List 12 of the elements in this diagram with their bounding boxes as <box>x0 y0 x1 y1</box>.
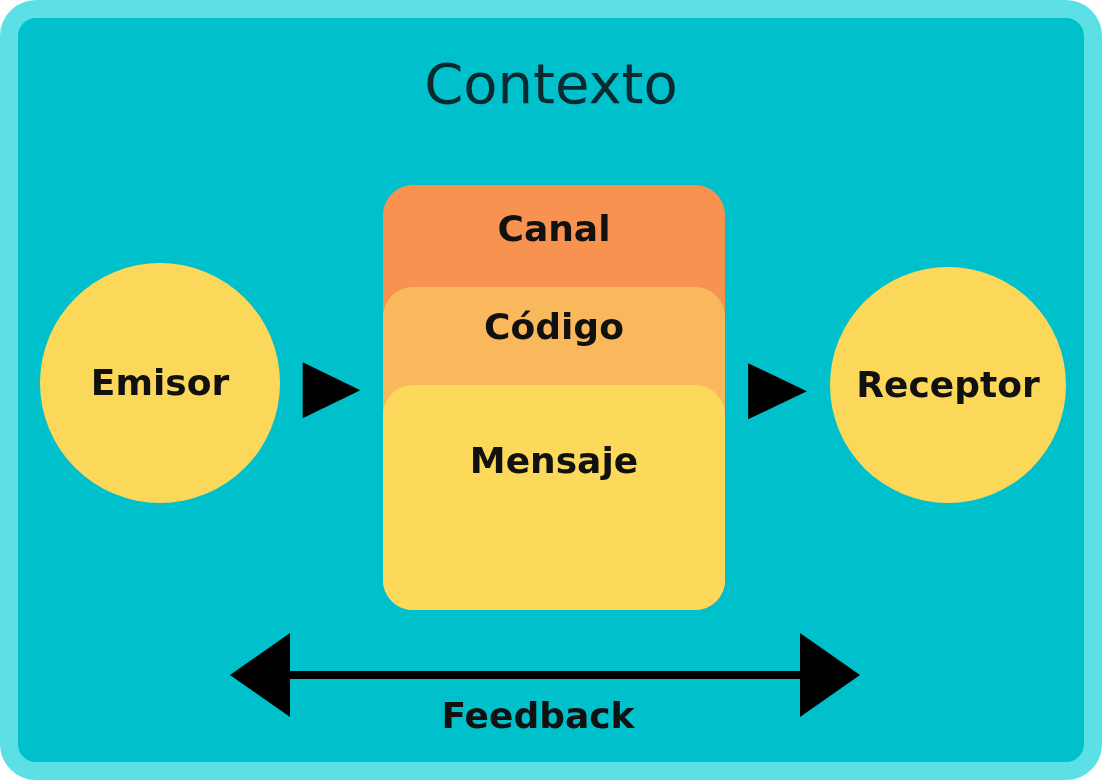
node-label: Receptor <box>856 367 1040 403</box>
layer-card <box>383 287 725 610</box>
frame-title: Contexto <box>423 56 679 112</box>
node-label: Emisor <box>90 365 230 401</box>
node-label: Mensaje <box>469 443 639 479</box>
feedback-label: Feedback <box>440 698 636 734</box>
layer-card <box>383 385 725 610</box>
arrow <box>748 363 807 420</box>
node-label: Código <box>484 309 624 345</box>
arrow <box>302 362 361 419</box>
layer-card <box>383 185 725 610</box>
node-label: Canal <box>497 211 611 247</box>
